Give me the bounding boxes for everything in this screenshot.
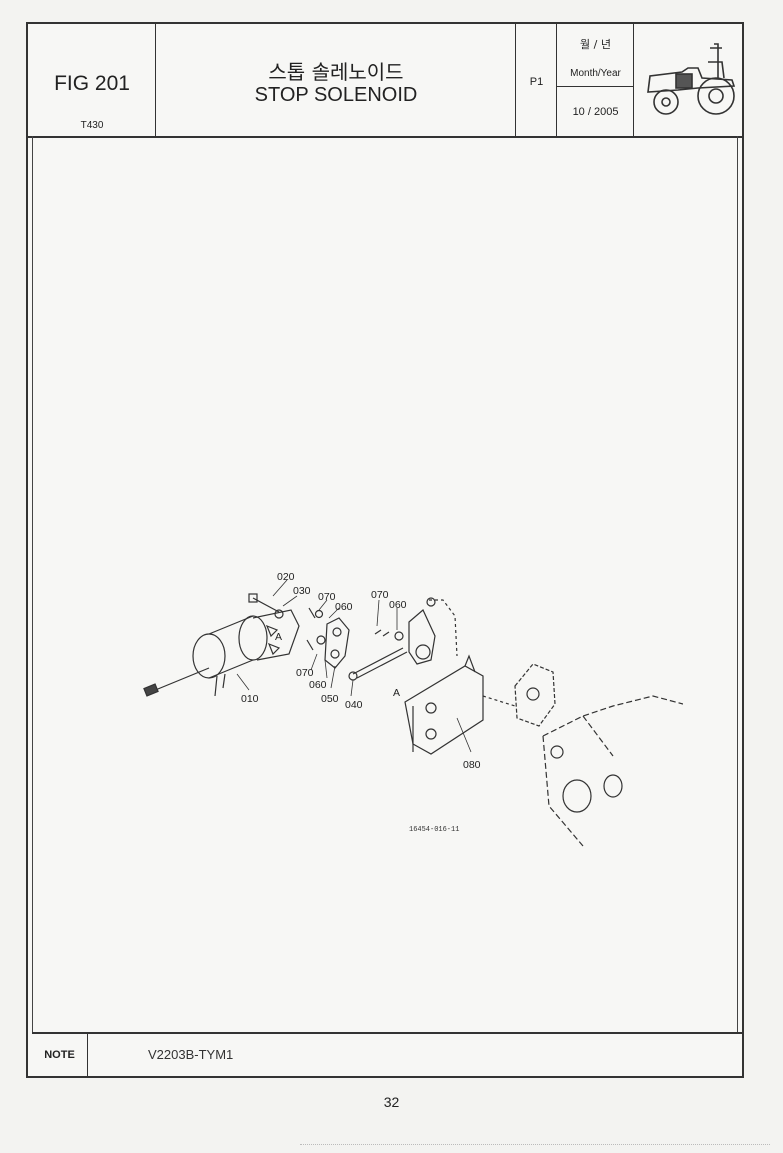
- title-korean: 스톱 솔레노이드: [268, 60, 404, 84]
- date-label-korean: 월 / 년: [580, 38, 611, 51]
- page-label: P1: [529, 76, 544, 88]
- callout-030: 030: [293, 585, 311, 597]
- title-cell: 스톱 솔레노이드 STOP SOLENOID: [156, 24, 516, 136]
- callout-060: 060: [389, 599, 407, 611]
- drawing-number: 16454-016-11: [409, 826, 460, 834]
- callout-080: 080: [463, 759, 481, 771]
- catalog-page-frame: FIG 201 T430 스톱 솔레노이드 STOP SOLENOID P1 월…: [26, 22, 744, 1078]
- model-code: T430: [80, 120, 104, 131]
- date-divider: [557, 86, 634, 87]
- callout-a: A: [393, 687, 400, 699]
- date-label-english: Month/Year: [570, 68, 621, 79]
- callout-070: 070: [318, 591, 336, 603]
- illustration-area: 020 030 070 060 070 060 A 070 060 050 04…: [32, 136, 738, 1032]
- page-cell: P1: [516, 24, 557, 136]
- date-cell: 월 / 년 Month/Year 10 / 2005: [557, 24, 634, 136]
- page-header: FIG 201 T430 스톱 솔레노이드 STOP SOLENOID P1 월…: [28, 24, 742, 138]
- callout-010: 010: [241, 693, 259, 705]
- note-row: NOTE V2203B-TYM1: [32, 1032, 742, 1076]
- scan-artifact-line: [300, 1144, 770, 1145]
- logo-cell: [634, 24, 742, 136]
- note-label: NOTE: [32, 1034, 88, 1076]
- page-number: 32: [383, 1094, 400, 1110]
- callout-070: 070: [371, 589, 389, 601]
- date-value: 10 / 2005: [572, 106, 619, 118]
- note-value: V2203B-TYM1: [148, 1047, 234, 1062]
- callout-060: 060: [309, 679, 327, 691]
- tractor-icon: [647, 43, 736, 115]
- callout-070: 070: [296, 667, 314, 679]
- callout-a: A: [275, 631, 282, 643]
- figure-number: FIG 201: [54, 72, 130, 95]
- figure-cell: FIG 201 T430: [28, 24, 156, 136]
- callout-040: 040: [345, 699, 363, 711]
- callout-020: 020: [277, 571, 295, 583]
- title-english: STOP SOLENOID: [254, 84, 418, 106]
- stop-solenoid-exploded-diagram: 020 030 070 060 070 060 A 070 060 050 04…: [143, 571, 683, 847]
- callout-050: 050: [321, 693, 339, 705]
- callout-060: 060: [335, 601, 353, 613]
